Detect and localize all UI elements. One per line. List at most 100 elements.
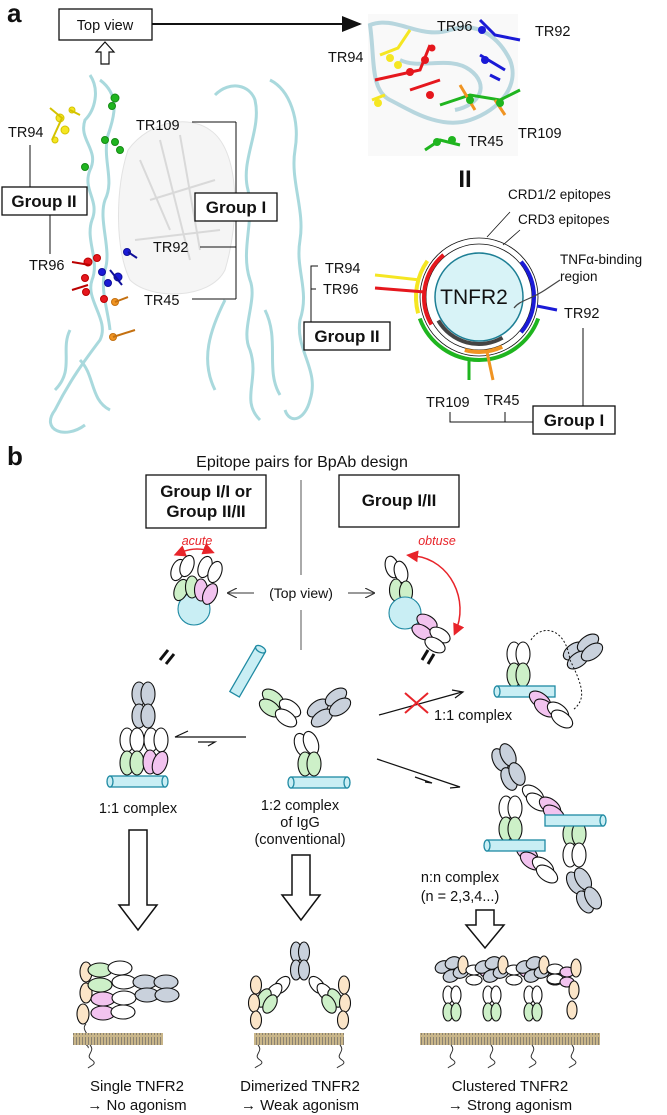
- domain-ellipse: [531, 1002, 543, 1022]
- group-i-side-label: Group I: [206, 198, 266, 217]
- label-tr92-side: TR92: [153, 240, 188, 256]
- left-receptor-ribbon: [48, 74, 116, 434]
- label-tr109-schematic: TR109: [426, 395, 470, 411]
- group-i-ii-box-right: [338, 474, 460, 528]
- top-view-callout: Top view: [58, 8, 362, 65]
- residue-tr109-green: [81, 93, 124, 171]
- crd12-ring: [419, 237, 539, 357]
- top-view-annotations: TR96 TR92 TR94 TR109 TR45: [328, 19, 570, 150]
- label-tr45-side: TR45: [144, 293, 179, 309]
- complex-nn-line2: (n = 2,3,4...): [421, 889, 500, 905]
- label-tr109-top: TR109: [518, 126, 562, 142]
- obtuse-angle-arrow: [406, 550, 465, 636]
- membrane-single: [73, 1033, 163, 1045]
- residue-tr92-blue: [98, 248, 138, 287]
- crd12-epitopes-label: CRD1/2 epitopes: [508, 187, 611, 202]
- epitope-arc-tr92: [519, 260, 536, 334]
- label-tr94-top: TR94: [328, 50, 363, 66]
- label-tr94-schematic: TR94: [325, 261, 360, 277]
- outcome-clustered-line1: Clustered TNFR2: [452, 1078, 568, 1095]
- receptor-cylinder-center: [287, 776, 351, 789]
- label-tr94-side: TR94: [8, 125, 43, 141]
- acute-topview-antibody: [170, 554, 223, 626]
- group-ii-schematic-label: Group II: [314, 327, 379, 346]
- receptor-cylinder-tilted: [228, 644, 267, 698]
- box-right-label: Group I/II: [362, 491, 437, 510]
- domain-ellipse: [570, 958, 582, 978]
- outcome-dimerized-line1: Dimerized TNFR2: [240, 1078, 360, 1095]
- equilibrium-arrow-left: [174, 730, 246, 747]
- epitope-arc-tr45: [464, 344, 504, 354]
- residue-tr94-yellow: [49, 106, 81, 144]
- tnfa-binding-arc: [436, 319, 504, 346]
- tnfr2-schematic: TNFR2 CRD1/2 epitopes CRD3 epitopes TNFα…: [303, 187, 642, 435]
- epitope-arc-tr96: [422, 253, 445, 326]
- down-arrow-center-icon: [280, 854, 322, 922]
- group-ii-side-label: Group II: [11, 192, 76, 211]
- epitope-arc-tr94: [414, 259, 430, 314]
- acute-angle-arrow: [173, 543, 215, 557]
- tnfr2-center-label: TNFR2: [440, 286, 508, 309]
- group-ii-box-left: [145, 474, 267, 529]
- equals-symbol-a: II: [458, 166, 471, 193]
- top-view-label: Top view: [77, 18, 134, 34]
- domain-ellipse: [465, 974, 483, 986]
- outcome-single-line2: → No agonism: [87, 1097, 186, 1114]
- residue-tr96-red: [71, 254, 108, 303]
- membrane-clustered: [420, 1033, 600, 1045]
- complex-center-line1: 1:2 complex: [261, 798, 340, 814]
- domain-ellipse: [490, 985, 502, 1005]
- outcome-single-line1: Single TNFR2: [90, 1078, 184, 1095]
- label-tr96-side: TR96: [29, 258, 64, 274]
- complex-center-line2: of IgG: [280, 815, 320, 831]
- acute-label: acute: [182, 534, 213, 548]
- receptor-cylinder-left: [106, 775, 169, 788]
- scene-clustered-tnfr2: [420, 955, 600, 1069]
- group-i-schematic-label: Group I: [544, 411, 604, 430]
- panel-a-label: a: [7, 0, 22, 28]
- residue-tr45-orange: [109, 296, 136, 341]
- equals-symbol-right: [420, 649, 436, 665]
- outcome-dimerized-line2: → Weak agonism: [241, 1097, 359, 1114]
- tnfr2-receptor-circle: [434, 252, 524, 342]
- membrane-dimerized: [254, 1033, 344, 1045]
- panel-b-title: Epitope pairs for BpAb design: [196, 454, 408, 471]
- up-arrow-icon: [94, 41, 116, 65]
- top-view-structure: [367, 14, 521, 156]
- box-left-line1: Group I/I or: [160, 482, 252, 501]
- equilibrium-arrow-right: [376, 758, 461, 789]
- scene-single-tnfr2: [73, 960, 180, 1069]
- label-tr109-side: TR109: [136, 118, 180, 134]
- epitope-arc-tr109: [417, 317, 541, 362]
- down-arrow-right-icon: [464, 909, 506, 950]
- complex-left-label: 1:1 complex: [99, 801, 178, 817]
- domain-ellipse: [450, 1002, 462, 1022]
- domain-ellipse: [490, 1002, 502, 1022]
- outcome-clustered-line2: → Strong agonism: [448, 1097, 572, 1114]
- complex-1to1-left: [119, 681, 169, 776]
- complex-right-top-label: 1:1 complex: [434, 708, 513, 724]
- side-view-structure: [48, 74, 314, 434]
- complex-nn-line1: n:n complex: [421, 870, 500, 886]
- label-tr92-schematic: TR92: [564, 306, 599, 322]
- domain-ellipse: [531, 985, 543, 1005]
- tnfa-binding-label-2: region: [560, 269, 598, 284]
- down-arrow-left-icon: [117, 829, 159, 932]
- box-left-line2: Group II/II: [166, 502, 245, 521]
- scene-dimerized-tnfr2: [247, 941, 352, 1069]
- domain-ellipse: [568, 980, 580, 1000]
- side-view-annotations: TR94 Group II TR96 TR109 Group I TR92 TR…: [1, 118, 278, 309]
- obtuse-label: obtuse: [418, 534, 456, 548]
- obtuse-topview-antibody: [384, 555, 451, 654]
- blocked-arrow-right: [378, 689, 465, 716]
- label-tr45-top: TR45: [468, 134, 503, 150]
- complex-center-line3: (conventional): [254, 832, 345, 848]
- tnfa-binding-label-1: TNFα-binding: [560, 252, 642, 267]
- domain-ellipse: [505, 974, 523, 986]
- label-tr96-top: TR96: [437, 19, 472, 35]
- crd3-epitopes-label: CRD3 epitopes: [518, 212, 610, 227]
- label-tr92-top: TR92: [535, 24, 570, 40]
- right-receptor-ribbon: [206, 78, 314, 422]
- top-view-center-label: (Top view): [269, 585, 333, 601]
